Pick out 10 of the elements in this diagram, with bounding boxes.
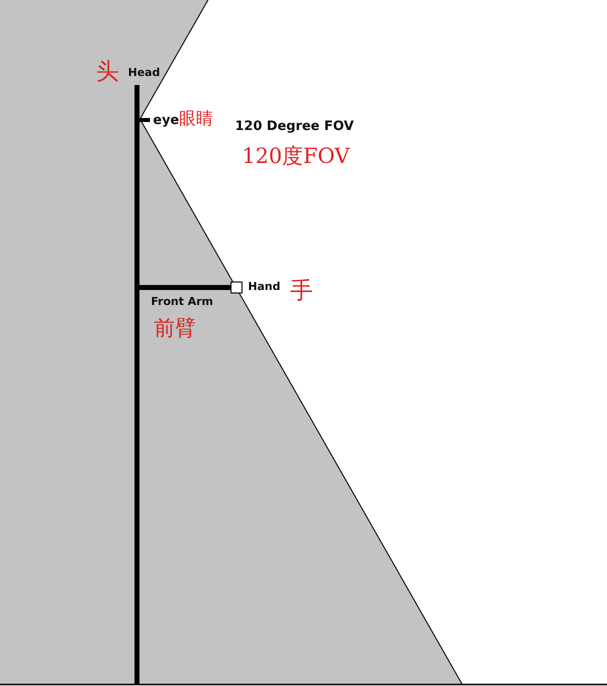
eye-label: 眼睛	[179, 111, 213, 128]
front-arm-label: 前臂	[154, 318, 196, 339]
head-label: 头	[96, 61, 119, 84]
front-arm-label: Front Arm	[151, 296, 214, 307]
hand-label: 手	[290, 280, 313, 303]
fov-label: 120度FOV	[242, 146, 350, 167]
head-label: Head	[128, 67, 160, 78]
hand-label: Hand	[248, 281, 280, 292]
eye-label: eye	[153, 114, 180, 127]
fov-label: 120 Degree FOV	[235, 120, 354, 133]
